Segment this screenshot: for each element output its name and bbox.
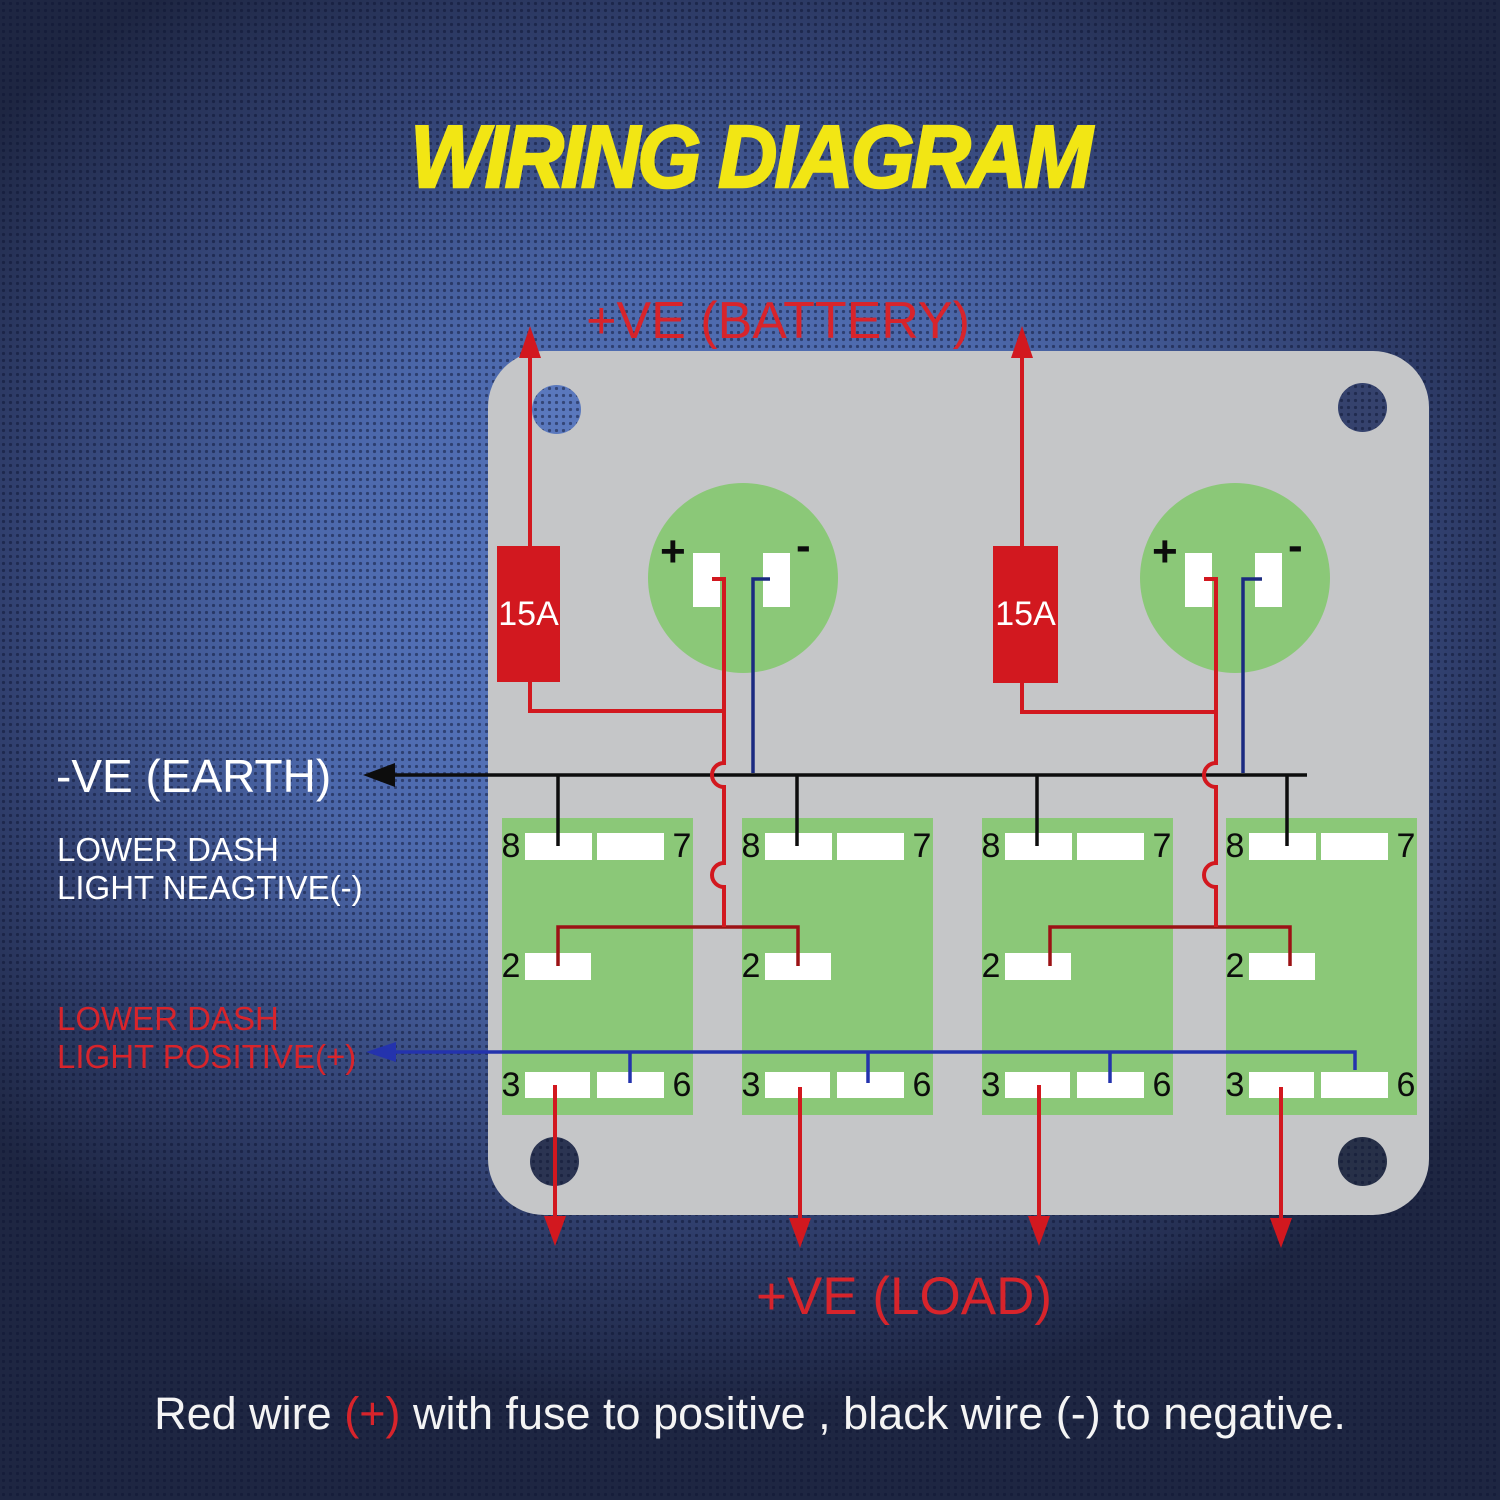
switch-4-terminal-8 <box>1249 833 1316 860</box>
switch-body-4: 8 7 2 3 6 <box>1226 818 1417 1115</box>
mounting-hole-top-right <box>1338 383 1387 432</box>
mounting-hole-bottom-right <box>1338 1137 1387 1186</box>
lower-dash-negative-line2: LIGHT NEAGTIVE(-) <box>57 869 363 906</box>
switch-2-label-7: 7 <box>912 827 932 865</box>
switch-body-3: 8 7 2 3 6 <box>982 818 1173 1115</box>
page-title: WIRING DIAGRAM <box>409 106 1093 208</box>
switch-2-label-3: 3 <box>741 1066 761 1104</box>
rocker-1-minus-sign: - <box>796 521 811 570</box>
switch-1-terminal-2 <box>525 953 591 980</box>
switch-4-terminal-6 <box>1321 1072 1388 1098</box>
switch-3-label-6: 6 <box>1152 1066 1172 1104</box>
load-arrowhead-4 <box>1270 1218 1292 1248</box>
switch-body-2: 8 7 2 3 6 <box>742 818 933 1115</box>
switch-2-terminal-6 <box>837 1072 904 1098</box>
switch-2-terminal-7 <box>837 833 904 860</box>
switch-2-label-8: 8 <box>741 827 761 865</box>
rocker-2-minus-sign: - <box>1288 521 1303 570</box>
lower-dash-positive-line1: LOWER DASH <box>57 1000 279 1037</box>
battery-positive-label: +VE (BATTERY) <box>586 292 970 350</box>
switch-2-label-2: 2 <box>741 947 761 985</box>
caption-text-1: Red wire <box>154 1388 345 1439</box>
lower-dash-negative-line1: LOWER DASH <box>57 831 279 868</box>
switch-2-label-6: 6 <box>912 1066 932 1104</box>
switch-3-terminal-3 <box>1005 1072 1070 1098</box>
switch-2-terminal-3 <box>765 1072 830 1098</box>
fuse-2-rating: 15A <box>995 595 1056 633</box>
mounting-hole-top-left <box>532 385 581 434</box>
switch-2-terminal-2 <box>765 953 831 980</box>
switch-4-label-8: 8 <box>1225 827 1245 865</box>
switch-1-terminal-8 <box>525 833 592 860</box>
switch-body-1: 8 7 2 3 6 <box>502 818 693 1115</box>
rocker-1-positive-terminal <box>693 553 720 607</box>
switch-3-terminal-2 <box>1005 953 1071 980</box>
blue-arrowhead <box>366 1042 396 1062</box>
rocker-connector-1: + - <box>648 483 838 673</box>
fuse-1-rating: 15A <box>498 594 559 633</box>
switch-1-label-3: 3 <box>501 1066 521 1104</box>
switch-1-terminal-3 <box>525 1072 590 1098</box>
lower-dash-positive-line2: LIGHT POSITIVE(+) <box>57 1038 357 1075</box>
switch-3-terminal-8 <box>1005 833 1072 860</box>
switch-1-label-8: 8 <box>501 827 521 865</box>
switch-4-terminal-2 <box>1249 953 1315 980</box>
switch-3-terminal-6 <box>1077 1072 1144 1098</box>
switch-3-label-2: 2 <box>981 947 1001 985</box>
switch-3-label-8: 8 <box>981 827 1001 865</box>
switch-1-terminal-6 <box>597 1072 664 1098</box>
rocker-1-plus-sign: + <box>660 527 686 576</box>
load-arrowhead-2 <box>789 1218 811 1248</box>
rocker-2-positive-terminal <box>1185 553 1212 607</box>
rocker-1-negative-terminal <box>763 553 790 607</box>
switch-2-terminal-8 <box>765 833 832 860</box>
switch-4-label-7: 7 <box>1396 827 1416 865</box>
switch-4-terminal-7 <box>1321 833 1388 860</box>
load-arrowhead-3 <box>1028 1216 1050 1246</box>
rocker-2-negative-terminal <box>1255 553 1282 607</box>
switch-4-terminal-3 <box>1249 1072 1314 1098</box>
switch-1-label-2: 2 <box>501 947 521 985</box>
switch-4-label-2: 2 <box>1225 947 1245 985</box>
earth-negative-label: -VE (EARTH) <box>56 750 332 802</box>
switch-1-label-6: 6 <box>672 1066 692 1104</box>
rocker-2-plus-sign: + <box>1152 527 1178 576</box>
switch-3-label-3: 3 <box>981 1066 1001 1104</box>
caption-plus-sign: (+) <box>344 1388 401 1439</box>
fuse-1: 15A <box>497 546 560 682</box>
earth-arrowhead <box>363 763 395 787</box>
caption-text-2: with fuse to positive , black wire (-) t… <box>400 1388 1346 1439</box>
fuse-2: 15A <box>993 546 1058 683</box>
bottom-caption: Red wire (+) with fuse to positive , bla… <box>0 1388 1500 1440</box>
switch-1-label-7: 7 <box>672 827 692 865</box>
switch-3-terminal-7 <box>1077 833 1144 860</box>
load-arrowhead-1 <box>544 1216 566 1246</box>
switch-4-label-6: 6 <box>1396 1066 1416 1104</box>
mounting-hole-bottom-left <box>530 1137 579 1186</box>
switch-3-label-7: 7 <box>1152 827 1172 865</box>
switch-1-terminal-7 <box>597 833 664 860</box>
switch-4-label-3: 3 <box>1225 1066 1245 1104</box>
load-positive-label: +VE (LOAD) <box>755 1267 1052 1326</box>
rocker-connector-2: + - <box>1140 483 1330 673</box>
